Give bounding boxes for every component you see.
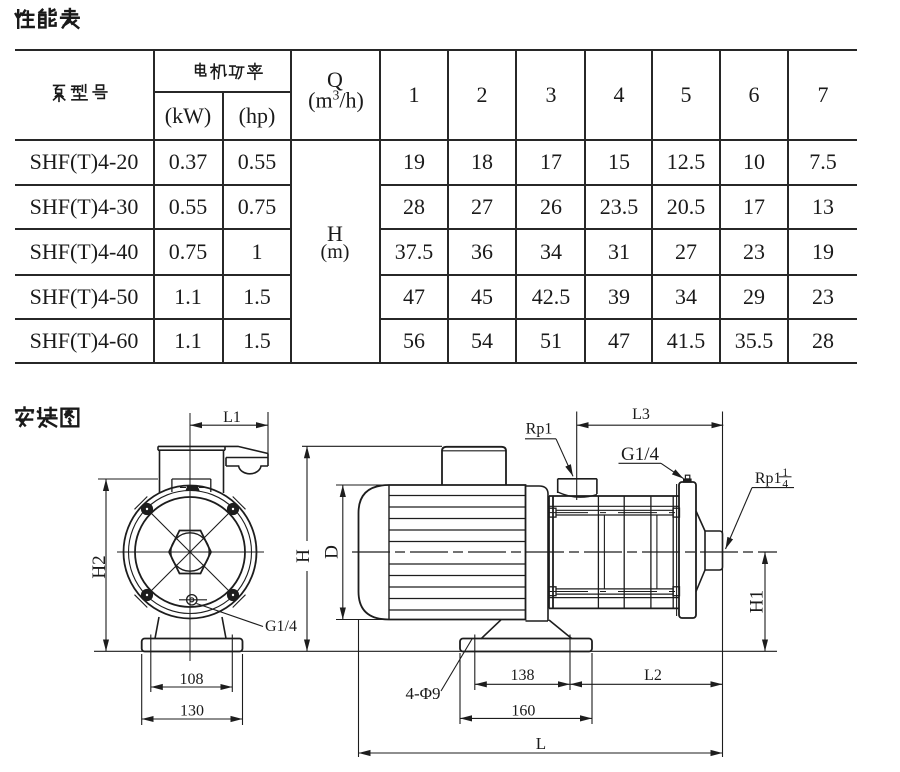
svg-text:4-Φ9: 4-Φ9	[405, 684, 440, 703]
svg-text:H: H	[293, 549, 314, 563]
svg-text:H1: H1	[747, 590, 768, 613]
svg-text:H2: H2	[89, 555, 110, 578]
svg-text:130: 130	[180, 703, 204, 720]
svg-text:Rp1: Rp1	[755, 470, 782, 487]
svg-text:G1/4: G1/4	[265, 618, 297, 635]
svg-text:Rp1: Rp1	[526, 421, 553, 438]
svg-text:L2: L2	[644, 667, 662, 684]
svg-text:D: D	[322, 545, 343, 559]
svg-text:160: 160	[511, 703, 535, 720]
svg-text:138: 138	[511, 667, 535, 684]
svg-text:L1: L1	[223, 409, 241, 426]
svg-text:4: 4	[782, 478, 788, 490]
svg-text:1: 1	[782, 467, 788, 479]
svg-text:G1/4: G1/4	[621, 444, 660, 465]
svg-text:L3: L3	[632, 406, 650, 423]
svg-text:L: L	[536, 734, 546, 753]
svg-text:108: 108	[180, 671, 204, 688]
